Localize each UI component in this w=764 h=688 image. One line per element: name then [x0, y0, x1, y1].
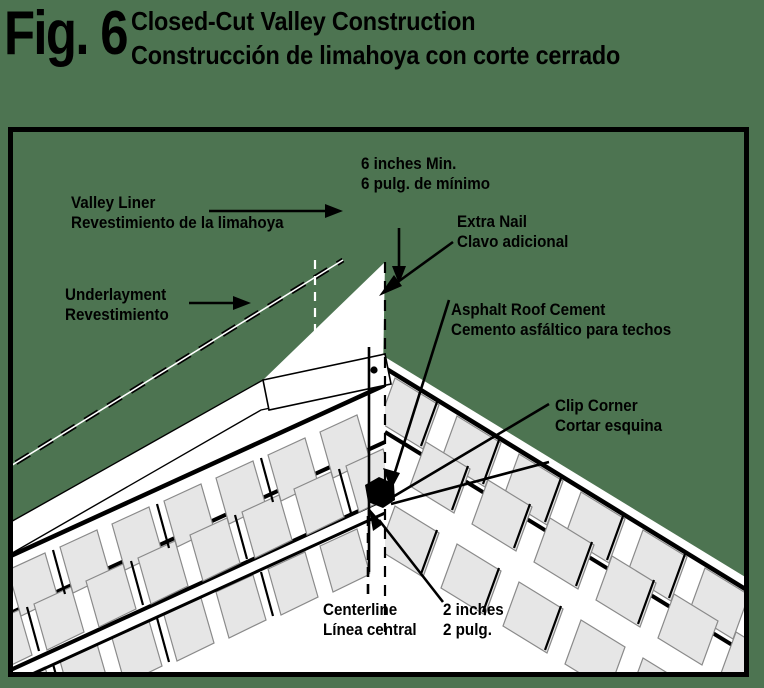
callout-underlayment-en: Underlayment	[65, 286, 167, 304]
left-tab-keyways	[25, 457, 353, 672]
callout-two-inches: 2 inches 2 pulg.	[443, 600, 504, 640]
callout-asphalt-cement-es: Cemento asfáltico para techos	[451, 321, 672, 339]
extra-nail-marker	[370, 366, 378, 374]
callout-valley-liner-en: Valley Liner	[71, 194, 156, 212]
callout-two-inches-en: 2 inches	[443, 601, 504, 619]
left-shingle-field	[13, 414, 385, 672]
diagram-frame: Valley Liner Revestimiento de la limahoy…	[8, 127, 749, 677]
callout-underlayment: Underlayment Revestimiento	[65, 285, 169, 325]
roof-valley-illustration	[13, 204, 744, 672]
asphalt-cement-blob	[365, 477, 395, 508]
callout-clip-corner-es: Cortar esquina	[555, 417, 663, 435]
left-rake-edge	[33, 511, 386, 672]
callout-six-inches-en: 6 inches Min.	[361, 155, 457, 173]
callout-asphalt-cement: Asphalt Roof Cement Cemento asfáltico pa…	[451, 300, 671, 340]
callout-extra-nail-es: Clavo adicional	[457, 233, 569, 251]
leader-clip-corner-b	[390, 460, 550, 506]
right-tab-keyways	[419, 401, 687, 651]
cut-shingle-face	[262, 353, 392, 411]
figure-title-block: Closed-Cut Valley Construction Construcc…	[131, 6, 751, 71]
callout-asphalt-cement-en: Asphalt Roof Cement	[451, 301, 606, 319]
callout-clip-corner-en: Clip Corner	[555, 397, 638, 415]
callout-six-inches-es: 6 pulg. de mínimo	[361, 175, 491, 193]
callout-valley-liner: Valley Liner Revestimiento de la limahoy…	[71, 193, 284, 233]
callout-two-inches-es: 2 pulg.	[443, 621, 492, 639]
figure-title-spanish: Construcción de limahoya con corte cerra…	[131, 40, 621, 70]
callout-extra-nail: Extra Nail Clavo adicional	[457, 212, 568, 252]
leader-asphalt-cement	[393, 299, 451, 473]
figure-title-english: Closed-Cut Valley Construction	[131, 6, 476, 36]
underlayment-line	[13, 257, 345, 468]
left-shingle-course-2	[13, 448, 385, 672]
callout-clip-corner: Clip Corner Cortar esquina	[555, 396, 662, 436]
valley-cut-shingle	[259, 262, 392, 411]
leader-clip-corner-a	[390, 402, 550, 500]
left-roof-plane	[13, 353, 386, 672]
leader-extra-nail	[394, 240, 454, 286]
callout-centerline-es: Línea central	[323, 621, 417, 639]
callout-underlayment-es: Revestimiento	[65, 306, 169, 324]
callout-centerline: Centerline Línea central	[323, 600, 417, 640]
right-shingle-course-2	[409, 441, 744, 672]
callout-valley-liner-es: Revestimiento de la limahoya	[71, 214, 284, 232]
figure-header: Fig. 6 Closed-Cut Valley Construction Co…	[0, 0, 764, 120]
leader-lines	[189, 204, 550, 603]
leader-two-inches	[377, 519, 445, 603]
figure-number: Fig. 6	[4, 0, 129, 68]
right-shingle-course-3	[385, 505, 688, 672]
callout-extra-nail-en: Extra Nail	[457, 213, 528, 231]
left-shingle-course-3	[13, 528, 371, 672]
callout-six-inches: 6 inches Min. 6 pulg. de mínimo	[361, 154, 490, 194]
callout-centerline-en: Centerline	[323, 601, 398, 619]
